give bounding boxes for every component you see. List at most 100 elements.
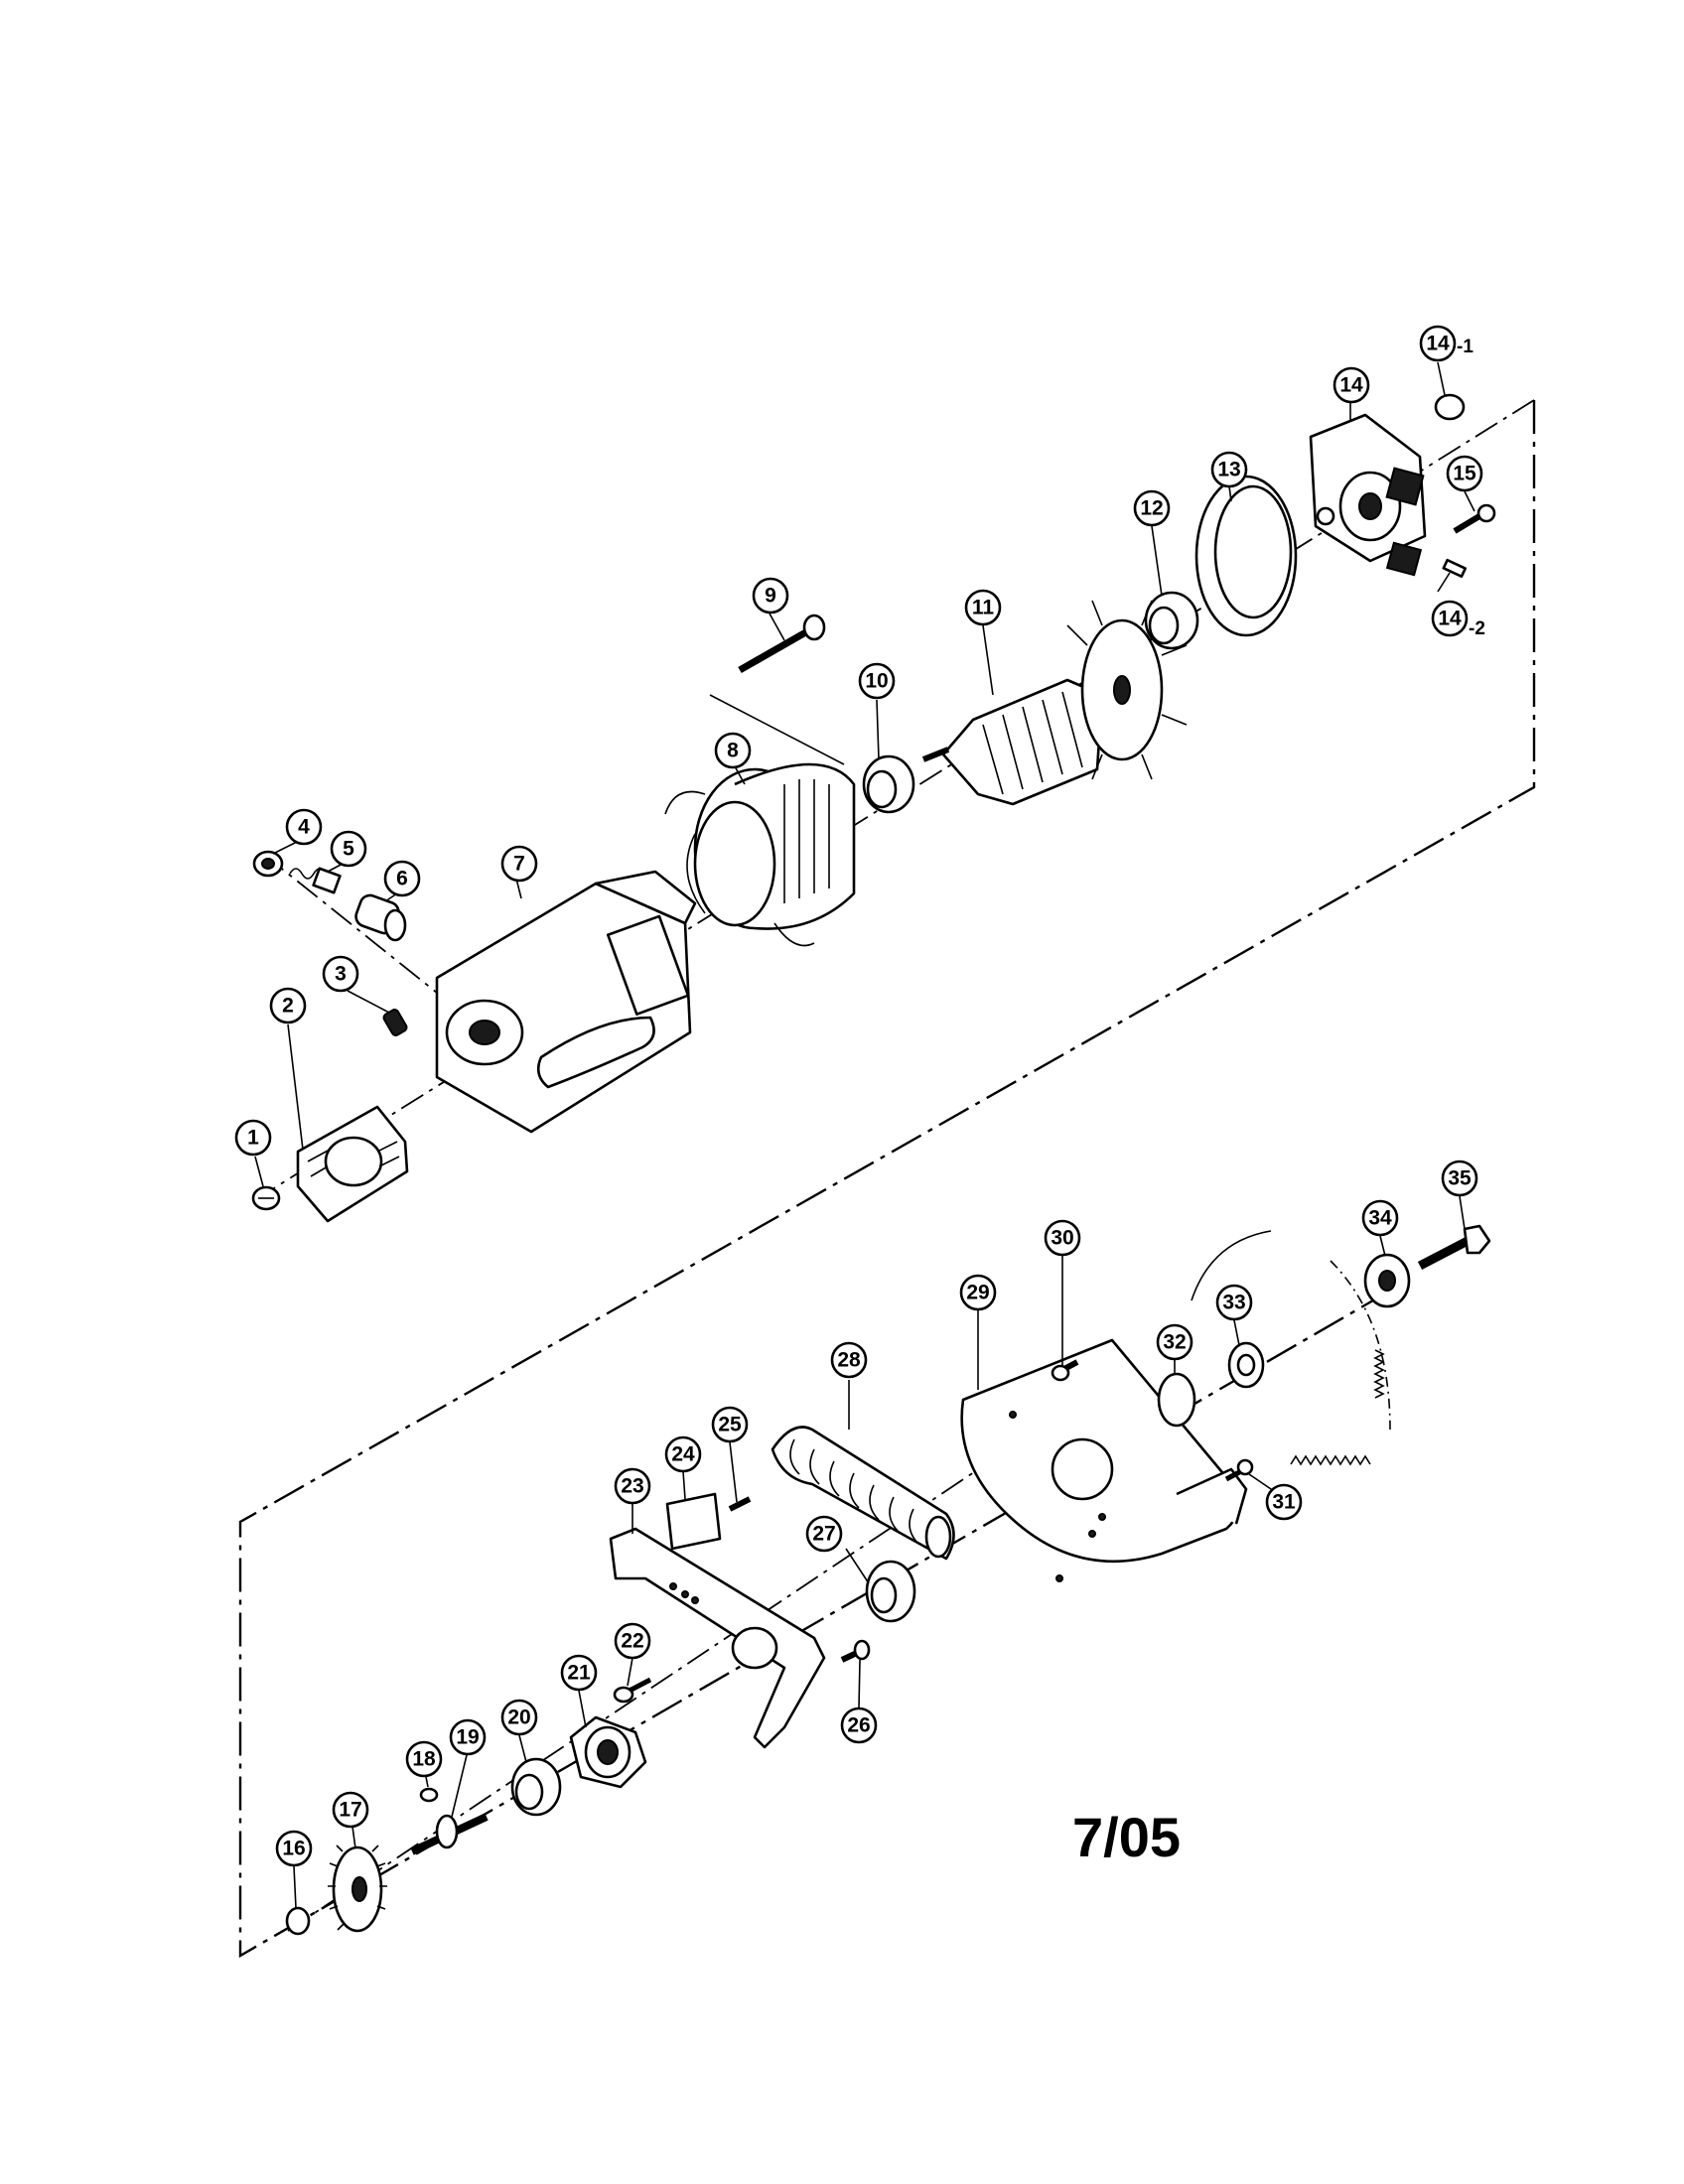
saw-blade	[1191, 1230, 1391, 1466]
svg-text:29: 29	[966, 1282, 989, 1304]
callout-25: 25	[711, 1406, 749, 1443]
svg-text:7: 7	[513, 853, 525, 876]
svg-text:1: 1	[247, 1127, 259, 1150]
svg-text:26: 26	[847, 1714, 870, 1737]
callout-14-2-suffix: -2	[1469, 618, 1485, 639]
svg-text:27: 27	[812, 1523, 835, 1546]
svg-text:4: 4	[298, 816, 310, 839]
bearing-20	[510, 1757, 562, 1817]
bearing-10	[862, 754, 915, 814]
motor-housing-7	[435, 870, 697, 1134]
screw-22	[613, 1677, 652, 1704]
svg-text:24: 24	[671, 1443, 695, 1466]
callout-10: 10	[858, 662, 896, 700]
dust-boot-28	[771, 1426, 955, 1561]
svg-text:33: 33	[1222, 1292, 1245, 1314]
callout-22: 22	[614, 1622, 651, 1660]
callout-8: 8	[714, 732, 752, 769]
screw-15	[1453, 503, 1496, 534]
callout-2: 2	[269, 987, 307, 1024]
callout-7: 7	[500, 845, 538, 883]
brush-cap-4	[252, 850, 284, 878]
svg-text:14: 14	[1438, 608, 1462, 630]
callout-5: 5	[330, 830, 367, 868]
spring-3	[382, 1009, 408, 1036]
svg-text:2: 2	[282, 995, 294, 1018]
ring-32	[1157, 1372, 1196, 1428]
svg-text:8: 8	[727, 740, 739, 762]
screw-30	[1051, 1359, 1079, 1382]
flange-34	[1363, 1253, 1411, 1308]
bolt-35	[1417, 1224, 1491, 1270]
key-18	[419, 1787, 439, 1803]
svg-text:32: 32	[1163, 1331, 1186, 1354]
svg-text:25: 25	[718, 1414, 742, 1436]
svg-text:35: 35	[1448, 1167, 1472, 1190]
callout-23: 23	[614, 1467, 651, 1505]
callout-13: 13	[1210, 451, 1248, 488]
callout-33: 33	[1215, 1284, 1253, 1321]
svg-text:10: 10	[865, 670, 888, 693]
callout-14: 14	[1333, 366, 1370, 404]
frame-outline	[238, 400, 1536, 1959]
svg-text:20: 20	[507, 1706, 530, 1729]
field-coil-8	[664, 762, 856, 947]
callout-9: 9	[752, 577, 789, 614]
leader-lines	[254, 361, 1475, 1909]
callout-31: 31	[1265, 1483, 1303, 1521]
callout-15: 15	[1446, 455, 1483, 492]
seal-27	[865, 1560, 916, 1623]
svg-text:19: 19	[456, 1726, 479, 1749]
brush-holder-6	[354, 893, 407, 942]
callout-17: 17	[332, 1791, 369, 1829]
screw-1	[251, 1185, 281, 1211]
callout-30: 30	[1044, 1219, 1081, 1257]
svg-text:31: 31	[1272, 1491, 1296, 1514]
svg-text:11: 11	[972, 597, 995, 619]
brush-5	[289, 867, 342, 894]
svg-text:6: 6	[396, 868, 408, 890]
gear-bracket-23	[609, 1527, 826, 1749]
svg-text:9: 9	[765, 585, 776, 608]
screw-31	[1224, 1458, 1254, 1482]
lower-axis	[287, 1379, 1113, 1932]
callout-19: 19	[449, 1718, 487, 1756]
callout-14-1-suffix: -1	[1457, 337, 1474, 357]
svg-text:30: 30	[1051, 1227, 1073, 1250]
screw-26	[840, 1639, 871, 1663]
svg-text:16: 16	[282, 1838, 305, 1860]
svg-text:21: 21	[567, 1662, 591, 1685]
svg-text:5: 5	[343, 838, 354, 861]
blade-guard-29	[960, 1338, 1248, 1582]
svg-text:14: 14	[1339, 374, 1363, 397]
callout-14-1: 14	[1419, 325, 1457, 362]
svg-text:14: 14	[1426, 333, 1450, 355]
svg-text:34: 34	[1368, 1207, 1392, 1230]
bearing-cover-21	[569, 1715, 647, 1789]
svg-text:23: 23	[621, 1475, 643, 1498]
gear-17	[328, 1844, 387, 1933]
plate-24	[665, 1492, 722, 1551]
clip-16	[285, 1906, 311, 1936]
callout-29: 29	[959, 1274, 997, 1311]
shaft-19	[410, 1813, 489, 1855]
callout-6: 6	[383, 860, 421, 897]
callout-34: 34	[1361, 1199, 1399, 1237]
cap-14-1	[1434, 393, 1466, 421]
svg-text:12: 12	[1140, 497, 1163, 520]
svg-text:18: 18	[412, 1748, 436, 1771]
washer-33	[1227, 1341, 1265, 1389]
svg-text:15: 15	[1453, 463, 1476, 485]
callout-20: 20	[500, 1699, 538, 1736]
bolt-9	[709, 614, 845, 765]
callout-1: 1	[234, 1119, 272, 1157]
callout-12: 12	[1133, 489, 1171, 527]
end-bracket-14	[1309, 413, 1427, 577]
svg-text:22: 22	[621, 1630, 643, 1653]
svg-text:3: 3	[335, 963, 347, 986]
page-code: 7/05	[1072, 1806, 1181, 1868]
callout-14-2: 14	[1431, 600, 1469, 637]
callout-35: 35	[1441, 1160, 1478, 1197]
callout-11: 11	[964, 589, 1002, 626]
